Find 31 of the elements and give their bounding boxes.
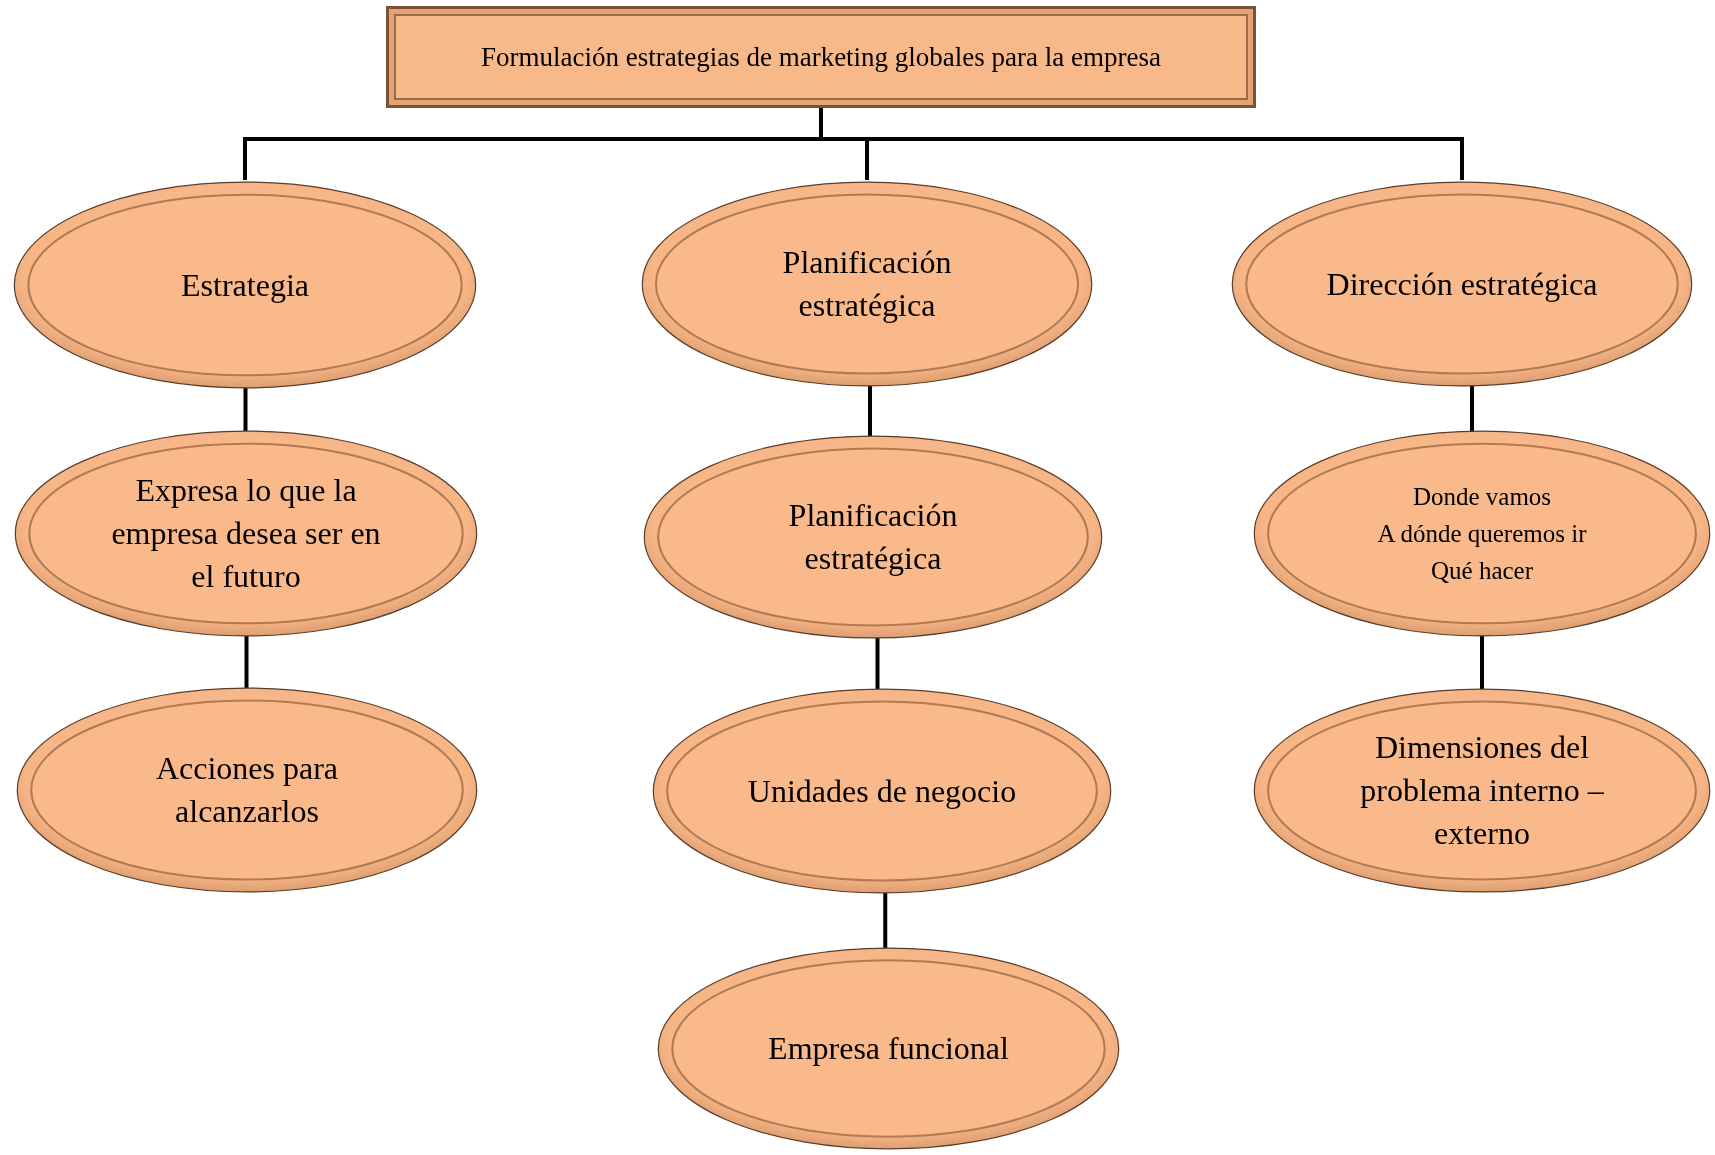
connector-line xyxy=(243,388,248,431)
title-box xyxy=(386,6,1256,108)
ellipse-node xyxy=(1252,429,1712,638)
connector-line xyxy=(883,893,888,948)
connector-line xyxy=(875,638,880,689)
node-text: Unidades de negocio xyxy=(747,771,1017,811)
ellipse-node xyxy=(13,429,479,638)
ellipse-node xyxy=(656,946,1121,1151)
node-text: Donde vamos xyxy=(1412,482,1552,512)
node-text: Qué hacer xyxy=(1431,556,1533,586)
connector-line xyxy=(1480,636,1484,689)
ellipse-node xyxy=(12,180,478,390)
ellipse-node xyxy=(640,180,1094,388)
node-text: Planificación estratégica xyxy=(781,243,953,325)
node-text: Estrategia xyxy=(181,265,309,305)
ellipse-node xyxy=(1230,180,1694,388)
node-text: Expresa lo que la empresa desea ser en el futuro xyxy=(110,471,382,596)
node-text: A dónde queremos ir xyxy=(1377,519,1587,549)
node-text: Acciones para alcanzarlos xyxy=(154,749,340,831)
ellipse-node xyxy=(651,687,1113,895)
ellipse-node xyxy=(15,686,479,894)
title-text: Formulación estrategias de marketing globales para la empresa xyxy=(481,40,1161,74)
node-text: Dimensiones del problema interno – externo xyxy=(1359,728,1605,853)
connector-line xyxy=(244,636,249,688)
node-text: Planificación estratégica xyxy=(787,496,959,578)
node-text: Empresa funcional xyxy=(768,1029,1009,1068)
node-text: Dirección estratégica xyxy=(1326,264,1598,304)
ellipse-node xyxy=(642,434,1104,640)
connector-line xyxy=(868,386,872,436)
connector-line xyxy=(1470,386,1474,431)
ellipse-node xyxy=(1252,687,1712,894)
